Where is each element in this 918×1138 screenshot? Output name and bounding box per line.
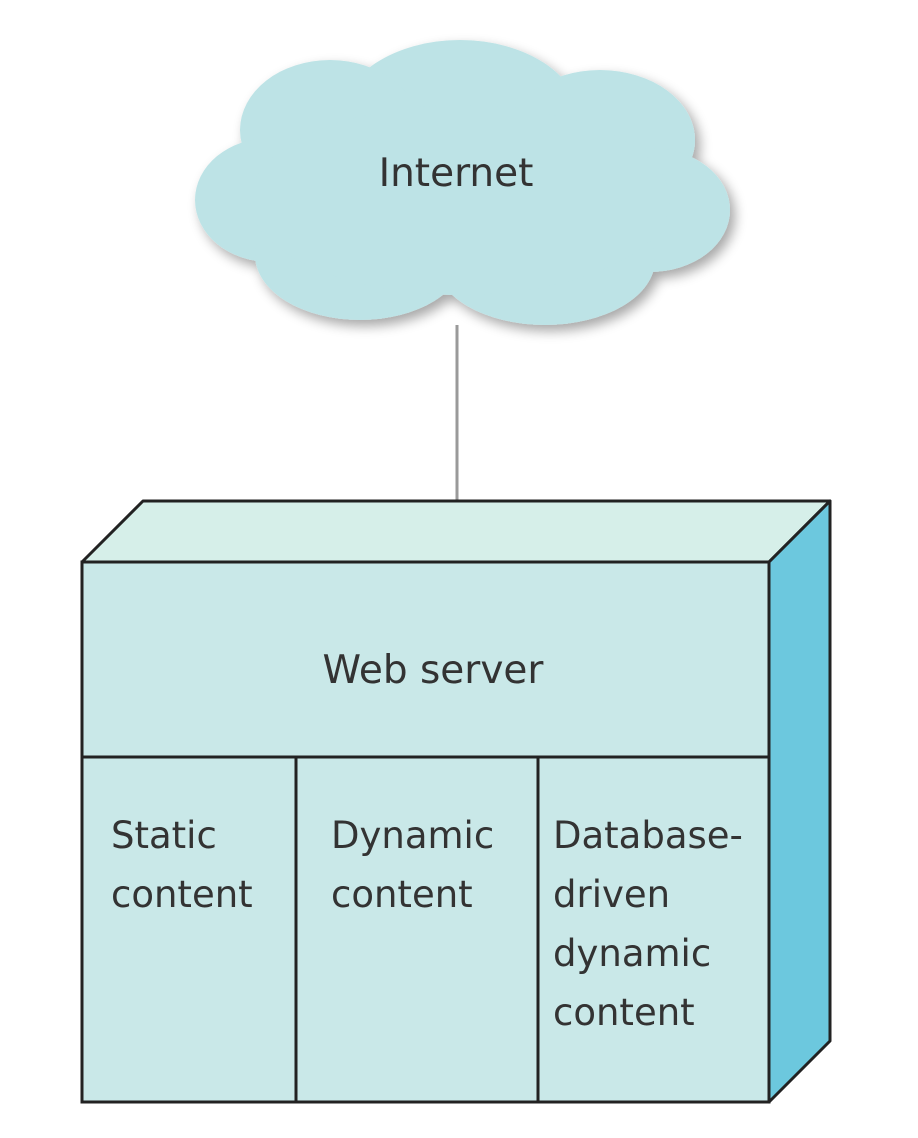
internet-cloud [195,40,730,325]
web-server-box [80,499,832,1104]
box-top-face [80,499,832,564]
box-side-face [767,499,832,1104]
dynamic-content-label: Dynamic content [331,814,506,916]
cloud-label: Internet [379,151,534,196]
web-server-label: Web server [323,648,545,693]
database-driven-content-label: Database- driven dynamic content [553,814,755,1034]
static-content-label: Static content [111,814,253,916]
box-front-face [80,560,771,1104]
